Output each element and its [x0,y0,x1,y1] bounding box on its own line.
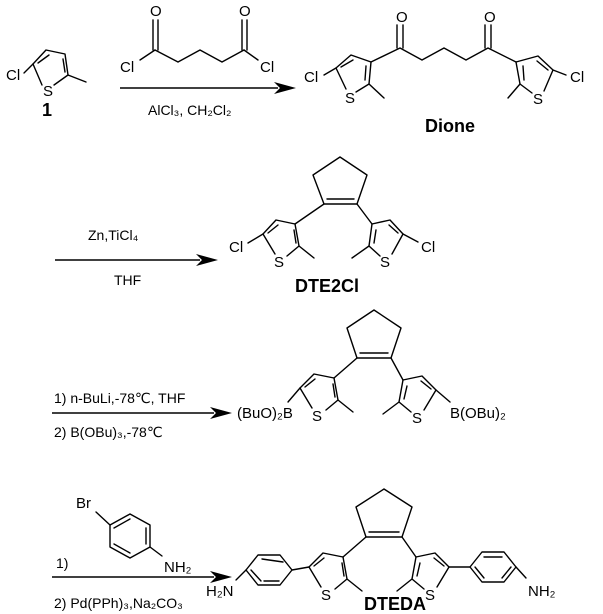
dte2cl-label: DTE2Cl [295,276,359,296]
dte2cl-cl-left: Cl [229,239,243,256]
boronate-structure: (BuO)₂B S S B(OBu)₂ [237,309,506,427]
dione-cl-right: Cl [570,69,584,86]
boronate-s-right: S [412,410,422,427]
dte2cl-s-right: S [380,254,390,271]
dteda-structure: S H₂N S NH₂ [206,488,556,604]
dione-o-left: O [396,9,408,26]
bromoaniline-structure: Br NH₂ [76,495,192,576]
bromoaniline-br: Br [76,495,91,512]
step2-conditions-top: Zn,TiCl₄ [88,227,139,243]
compound-1-cl: Cl [6,67,20,84]
boronate-b-right: B(OBu)₂ [450,405,506,422]
step4-conditions-top: 1) [56,555,68,571]
compound-1-structure: Cl S [6,49,87,100]
dteda-h2n: H₂N [206,583,234,600]
step3-conditions-top: 1) n-BuLi,-78℃, THF [54,390,185,406]
dione-s-left: S [345,90,355,107]
dteda-nh2: NH₂ [528,583,556,600]
reaction-arrow-2 [55,254,218,266]
boronate-b-left: (BuO)₂B [237,405,293,422]
reagent-o-right: O [239,3,251,20]
reaction-arrow-4 [52,571,232,583]
reagent-cl-left: Cl [120,59,134,76]
dione-structure: Cl S O O S Cl [304,9,584,108]
dte2cl-s-left: S [274,254,284,271]
compound-1-label: 1 [42,100,52,120]
dteda-s-right: S [425,587,435,604]
step2-conditions-bottom: THF [114,272,141,288]
dteda-label: DTEDA [364,594,426,614]
reaction-arrow-3 [52,407,232,419]
dte2cl-structure: Cl S S Cl [229,156,435,271]
bromoaniline-nh2: NH₂ [164,559,192,576]
step3-conditions-bottom: 2) B(OBu)₃,-78℃ [54,424,163,440]
dione-s-right: S [533,91,543,108]
dione-cl-left: Cl [304,69,318,86]
dione-label: Dione [425,116,475,136]
step1-conditions: AlCl₃, CH₂Cl₂ [148,102,231,118]
dteda-s-left: S [321,587,331,604]
boronate-s-left: S [312,408,322,425]
dione-o-right: O [484,9,496,26]
reaction-arrow-1 [120,82,296,94]
glutaryl-chloride-structure: O O Cl Cl [120,3,274,76]
step4-conditions-bottom: 2) Pd(PPh)₃,Na₂CO₃ [54,595,183,611]
reagent-cl-right: Cl [260,59,274,76]
reagent-o-left: O [150,3,162,20]
dte2cl-cl-right: Cl [421,239,435,256]
compound-1-s: S [43,83,53,100]
